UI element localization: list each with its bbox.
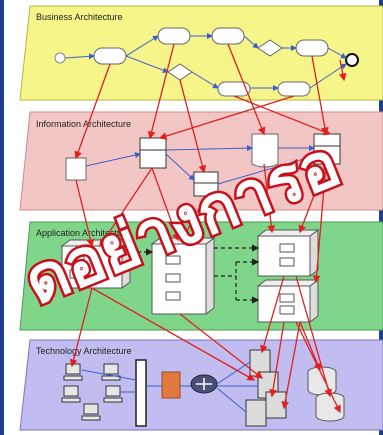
business-layer: Business Architecture [19,5,383,101]
frame-border-right [379,0,383,435]
traceability-arrows [69,43,347,414]
application-layer: Application Architecture [19,221,383,331]
information-layer-label: Information Architecture [36,119,131,129]
frame-border-left [0,0,4,435]
business-layer-label: Business Architecture [36,12,123,22]
technology-layer: Technology Architecture [19,339,383,431]
application-layer-label: Application Architecture [36,228,130,238]
technology-layer-label: Technology Architecture [36,346,132,356]
